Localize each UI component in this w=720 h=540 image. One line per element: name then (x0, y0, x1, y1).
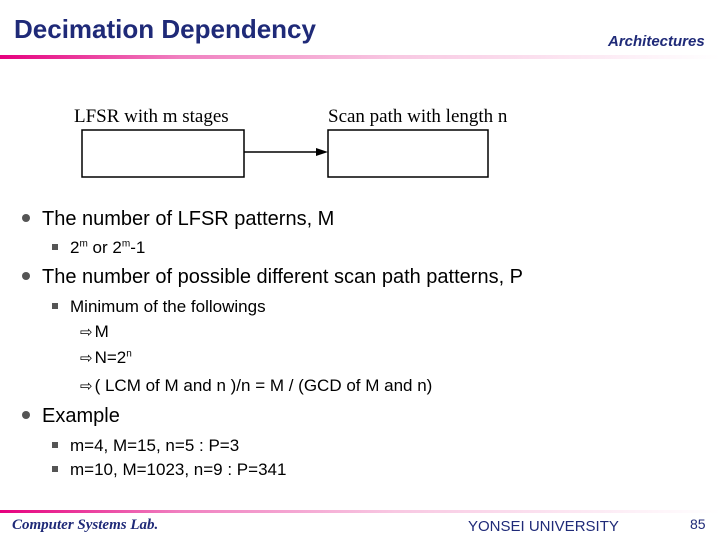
hollow-arrow-icon: ⇨ (80, 377, 93, 395)
footer-university: YONSEI UNIVERSITY (468, 518, 619, 535)
item-text: ( LCM of M and n )/n = M / (GCD of M and… (94, 376, 433, 395)
bullet-dot-icon (22, 410, 30, 419)
scan-path-label: Scan path with length n (328, 106, 508, 127)
footer-divider (0, 510, 720, 513)
bullet-square-icon (52, 302, 58, 309)
title-divider (0, 55, 720, 59)
item-text: M (94, 322, 109, 341)
item-text: N=2 (94, 348, 127, 367)
footer-lab-name: Computer Systems Lab. (12, 517, 159, 533)
bullet-text: The number of LFSR patterns, M (42, 208, 335, 230)
section-label: Architectures (608, 33, 705, 50)
bullet-text: Example (42, 405, 120, 427)
sub-text: m=4, M=15, n=5 : P=3 (70, 436, 240, 455)
sub-text: -1 (130, 238, 146, 257)
lfsr-label: LFSR with m stages (74, 106, 229, 127)
bullet-dot-icon (22, 271, 30, 280)
page-number: 85 (690, 516, 706, 532)
arrow-head (316, 148, 328, 156)
item-m: ⇨M (80, 322, 109, 342)
page-title: Decimation Dependency (14, 14, 316, 44)
superscript: m (121, 238, 131, 250)
sub-bullet-lfsr-count: 2m or 2m-1 (52, 238, 145, 258)
item-n: ⇨N=2n (80, 348, 132, 368)
bullet-square-icon (52, 465, 58, 472)
bullet-dot-icon (22, 213, 30, 222)
hollow-arrow-icon: ⇨ (80, 323, 93, 341)
bullet-example: Example (22, 405, 120, 428)
bullet-lfsr-patterns: The number of LFSR patterns, M (22, 208, 334, 231)
superscript: m (79, 238, 88, 250)
bullet-square-icon (52, 441, 58, 448)
sub-text: or 2 (87, 238, 122, 257)
scan-path-box (327, 129, 489, 178)
item-lcm: ⇨( LCM of M and n )/n = M / (GCD of M an… (80, 376, 432, 396)
sub-text: Minimum of the followings (70, 297, 266, 316)
lfsr-scan-diagram: LFSR with m stages Scan path with length… (60, 100, 560, 190)
lfsr-box (81, 129, 245, 178)
bullet-text: The number of possible different scan pa… (42, 266, 524, 288)
bullet-scan-patterns: The number of possible different scan pa… (22, 266, 523, 289)
sub-text: 2 (70, 238, 80, 257)
sub-text: m=10, M=1023, n=9 : P=341 (70, 460, 287, 479)
superscript: n (126, 348, 132, 360)
sub-bullet-example-1: m=4, M=15, n=5 : P=3 (52, 436, 239, 456)
sub-bullet-minimum: Minimum of the followings (52, 297, 266, 317)
bullet-square-icon (52, 243, 58, 250)
hollow-arrow-icon: ⇨ (80, 349, 93, 367)
diagram-svg (81, 129, 489, 178)
sub-bullet-example-2: m=10, M=1023, n=9 : P=341 (52, 460, 286, 480)
